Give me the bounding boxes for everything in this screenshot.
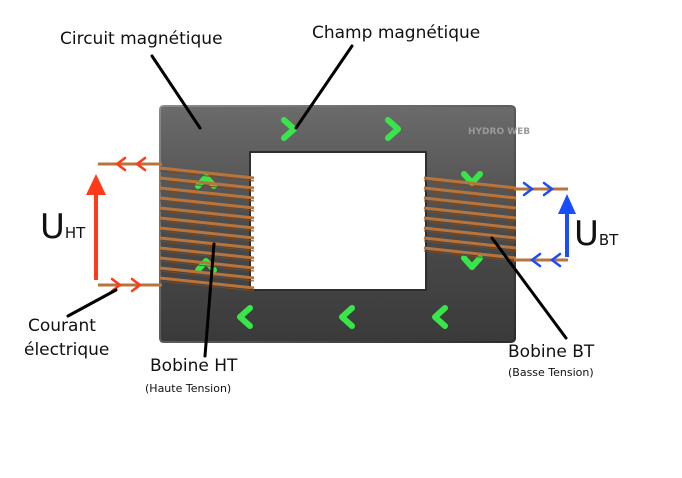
coil-ht [159,166,255,290]
ht-leads [98,162,162,287]
u-ht-symbol: U [40,207,65,247]
bt-current-arrow-top-2 [542,181,555,197]
flux-chevron-left-bottom-1 [237,305,253,329]
flux-chevron-left-bottom-3 [432,305,448,329]
label-u-ht: UHT [40,207,85,247]
u-ht-subscript: HT [64,224,86,242]
label-courant: Courant [28,316,96,336]
ht-current-arrow-top-1 [114,156,127,172]
bt-current-arrows [522,181,562,268]
label-bobine-bt: Bobine BT [508,342,595,362]
label-champ-magnetique: Champ magnétique [312,23,481,43]
coil-ht-shadow [159,170,255,292]
u-bt-arrow [558,194,576,257]
ht-current-arrow-bottom-1 [110,277,123,293]
u-bt-symbol: U [574,214,599,254]
label-bobine-ht: Bobine HT [150,356,238,376]
label-circuit-magnetique: Circuit magnétique [60,29,223,49]
bt-current-arrow-bottom-1 [529,252,542,268]
u-bt-subscript: BT [598,231,619,249]
ht-current-arrow-bottom-2 [130,277,143,293]
label-electrique: électrique [24,340,110,360]
flux-chevron-right-top-1 [281,117,297,141]
pointer-bobine-ht [203,242,216,358]
pointer-champ [294,44,354,130]
flux-chevron-down-right-2 [461,255,483,270]
flux-chevron-left-bottom-2 [339,305,355,329]
magnetic-core [159,105,516,343]
pointer-bobine-bt [490,236,568,340]
pointer-lines [66,44,568,358]
label-u-bt: UBT [574,214,618,254]
watermark-logo: HYDRO WEB [468,127,530,137]
label-bobine-bt-sub: (Basse Tension) [508,366,594,379]
flux-chevron-right-top-2 [385,117,401,141]
ht-current-arrows [110,156,147,293]
ht-current-arrow-top-2 [134,156,147,172]
bt-current-arrow-top-1 [522,181,535,197]
core-inner-edge [249,151,427,291]
pointer-courant [66,288,118,318]
label-bobine-ht-sub: (Haute Tension) [145,382,232,395]
bt-leads [514,187,568,262]
bt-current-arrow-bottom-2 [549,252,562,268]
pointer-circuit [150,54,202,130]
coil-bt-shadow [423,180,517,262]
coil-bt [423,176,517,260]
u-ht-arrow [86,174,106,280]
